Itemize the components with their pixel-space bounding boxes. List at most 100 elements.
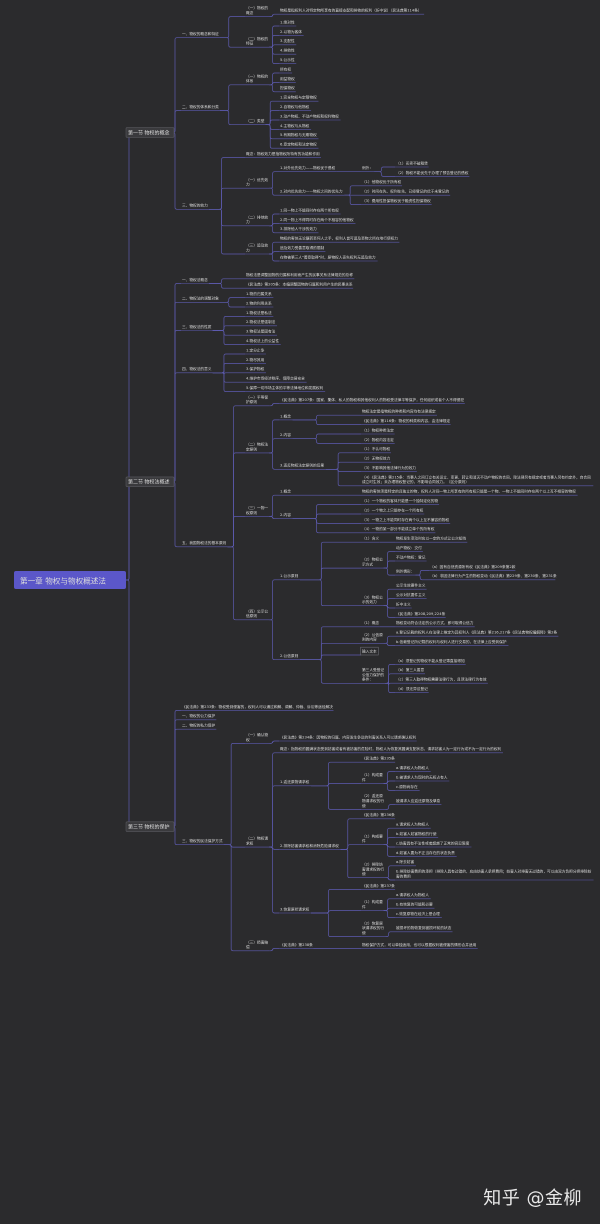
leaf-node[interactable]: a.请求权人为物权人 <box>395 765 431 772</box>
leaf-node[interactable]: 2.自物权与他物权 <box>279 104 312 111</box>
leaf-node[interactable]: 2.物权法是强制法 <box>245 319 278 327</box>
branch-node[interactable]: 二、物权法的调整对象 <box>181 296 220 303</box>
leaf-node[interactable]: （4）一物的某一部分不能成立单个的所有权 <box>361 526 436 534</box>
section-node[interactable]: 第三节 物权的保护 <box>125 821 175 832</box>
branch-node[interactable]: 1.概念 <box>279 413 293 421</box>
leaf-node[interactable]: 物权是指权利人对特定物所享有的直接支配和排他的权利（折中说）（民法典第114条） <box>279 8 425 15</box>
leaf-node[interactable]: 1.物的归属关系 <box>245 291 274 298</box>
branch-node[interactable]: 1.概念 <box>279 489 293 496</box>
leaf-node[interactable]: 《民法典》第234条：因物权的归属、内容发生争议的利害关系人可以请求确认权利 <box>279 734 417 742</box>
leaf-node[interactable]: （2）无物权效力 <box>361 456 391 463</box>
branch-node[interactable]: 1.对外优先效力——物权优于债权 <box>279 165 337 172</box>
leaf-node[interactable]: 《民法典》第116条：物权的种类和内容，由法律规定 <box>361 418 451 425</box>
leaf-node[interactable]: 被请求人应返还原物及孳息 <box>395 798 442 805</box>
leaf-node[interactable]: （1）物权种类法定 <box>361 427 395 435</box>
leaf-node[interactable]: （b）第三人善意 <box>395 667 425 675</box>
branch-node[interactable]: 二、物权的体系和分类 <box>181 104 220 111</box>
leaf-node[interactable]: （b）非因法律行为产生的物权变动《民法典》第229条、第230条、第231条 <box>429 573 557 581</box>
branch-node[interactable]: 2.内容 <box>279 512 293 520</box>
root-node-label[interactable]: 第一章 物权与物权概述法 <box>20 576 106 586</box>
leaf-node[interactable]: 输入文本 <box>360 646 379 656</box>
leaf-node[interactable]: a.登记记载的权利人在法律上推定为其权利人《民法典》第216,217条《民法典物… <box>395 630 559 637</box>
leaf-node[interactable]: 3.保护物权 <box>245 366 266 374</box>
leaf-node[interactable]: 4.物权法上的公益性 <box>245 338 281 345</box>
leaf-node[interactable]: 《民法典》第208,209,224条 <box>395 611 446 618</box>
leaf-node[interactable]: b.排除妨害费用的承担（排除人具有过错的，应由妨害人承担费用；妨害人对排害无过错… <box>395 869 594 881</box>
branch-node[interactable]: 2.对内优先效力——物权之间的优先力 <box>279 189 345 196</box>
leaf-node[interactable]: （4）《民法典》第215条：当事人之间订立有关设立、变更、转让和消灭不动产物权的… <box>361 474 594 487</box>
leaf-node[interactable]: 2.同一物上不得同时存在两个不相容的他物权 <box>279 217 356 224</box>
leaf-node[interactable]: b.信赖登记所记载的权利与权利人进行交易的，在法律上应受到保护 <box>395 639 509 646</box>
leaf-node[interactable]: （d）须无异议登记 <box>395 686 429 693</box>
section-node-box[interactable] <box>125 127 175 138</box>
section-node[interactable]: 第二节 物权法概述 <box>125 476 175 487</box>
branch-node[interactable]: 《民法典》第238条 <box>279 942 313 949</box>
leaf-node[interactable]: 1.定分止争 <box>245 347 266 355</box>
branch-node[interactable]: 2.内容 <box>279 432 293 440</box>
leaf-node[interactable]: 概念：指物权的圆满状态受到妨害或者有被妨害的危险时，物权人为恢复其圆满支配状态，… <box>279 746 503 754</box>
leaf-node[interactable]: 2.物的利用关系 <box>245 300 274 308</box>
leaf-node[interactable]: 一、物权的公力保护 <box>181 713 217 721</box>
leaf-node[interactable]: d.妨害人要为不正当存在的状态负责 <box>395 850 457 857</box>
branch-node[interactable]: 2.排除妨害请求权和消除危险请求权 <box>279 843 341 850</box>
leaf-node[interactable]: （a）须登记的物权不能从登记簿直接得知 <box>395 658 466 665</box>
leaf-node[interactable]: 概念：物权效力是指物权所特有的功能和作用 <box>245 151 321 158</box>
leaf-node[interactable]: 物权保护方式，可以单独适用，也可以根据权利被侵害的情形合并适用 <box>361 942 478 949</box>
leaf-node[interactable]: c.原物尚存在 <box>395 784 420 791</box>
branch-node[interactable]: 例外情形： <box>395 569 416 576</box>
leaf-node[interactable]: 被损坏的物恢复到被损坏前的状态 <box>395 925 453 933</box>
leaf-node[interactable]: 6.意定物权和法定物权 <box>279 142 319 149</box>
leaf-node[interactable]: 动产物权：交付 <box>395 545 423 552</box>
branch-node[interactable]: 三、物权的民法保护方式 <box>181 838 224 846</box>
leaf-node[interactable]: a.除去妨害 <box>395 859 416 867</box>
leaf-node[interactable]: 《民法典》第237条 <box>361 883 395 890</box>
leaf-node[interactable]: b.有恢复的可能和必要 <box>395 902 435 909</box>
leaf-node[interactable]: b.妨害人妨害物权的行使 <box>395 831 439 838</box>
branch-node[interactable]: （1）概念 <box>361 620 380 628</box>
leaf-node[interactable]: 1.完全物权与定限物权 <box>279 95 319 102</box>
leaf-node[interactable]: （2）时间在先、权利在先，已经登记的优于未登记的 <box>361 189 451 196</box>
text-input-placeholder-box[interactable] <box>360 646 379 656</box>
root-node-box[interactable] <box>14 571 126 589</box>
leaf-node[interactable]: 1.同一物上不能同时存在两个所有权 <box>279 207 341 215</box>
leaf-node[interactable]: 3.排除他人干涉的效力 <box>279 226 319 234</box>
leaf-node[interactable]: （1）一个物权的客体只能是一个独特定化的物 <box>361 498 440 505</box>
leaf-node[interactable]: 《民法典》第205条：本编调整因物的归属和利用产生的民事关系 <box>245 282 354 289</box>
leaf-node[interactable]: a.请求权人为物权人 <box>395 822 431 829</box>
branch-node[interactable]: 五、我国物权法的基本原则 <box>181 540 228 548</box>
leaf-node[interactable]: 二、物权的私力保护 <box>181 723 217 730</box>
leaf-node[interactable]: 2.以物为客体 <box>279 29 304 36</box>
leaf-node[interactable]: （1）不认可物权 <box>361 446 391 454</box>
leaf-node[interactable]: c.恢复原物在经济上是合理 <box>395 911 442 918</box>
leaf-node[interactable]: 3.支配性 <box>279 38 297 46</box>
leaf-node[interactable]: 折中主义 <box>395 601 412 609</box>
leaf-node[interactable]: 物权法定是指物权的种类和内容均有法律规定 <box>361 409 437 416</box>
branch-node[interactable]: （1）含义 <box>361 536 380 543</box>
leaf-node[interactable]: 用益物权 <box>279 76 296 83</box>
branch-node[interactable]: 三、物权的效力 <box>181 203 209 210</box>
leaf-node[interactable]: 物权法是调整因物的归属和利用而产生的民事关系法律规范的总称 <box>245 272 355 280</box>
leaf-node[interactable]: 物权变动符合法定的公示方式，即可取得公信力 <box>395 620 475 628</box>
leaf-node[interactable]: 5.保障一切市场主体的平等法律地位和发展权利 <box>245 385 326 392</box>
leaf-node[interactable]: 4.维护市场经济秩序、保障交易安全 <box>245 376 307 383</box>
section-node-box[interactable] <box>125 476 175 487</box>
leaf-node[interactable]: 4.主物权与从物权 <box>279 123 312 130</box>
branch-node[interactable]: 3.违反物权法定原则的后果 <box>279 463 326 470</box>
leaf-node[interactable]: 物权的客体无论辗转至何人之手，权利人皆可追及至物之所在地行使权力 <box>279 236 400 243</box>
branch-node[interactable]: （一）物权的概念 <box>245 5 270 17</box>
leaf-node[interactable]: 1.绝对性 <box>279 19 297 27</box>
branch-node[interactable]: （一）物权的体系 <box>245 73 270 86</box>
leaf-node[interactable]: 担保物权 <box>279 85 296 93</box>
